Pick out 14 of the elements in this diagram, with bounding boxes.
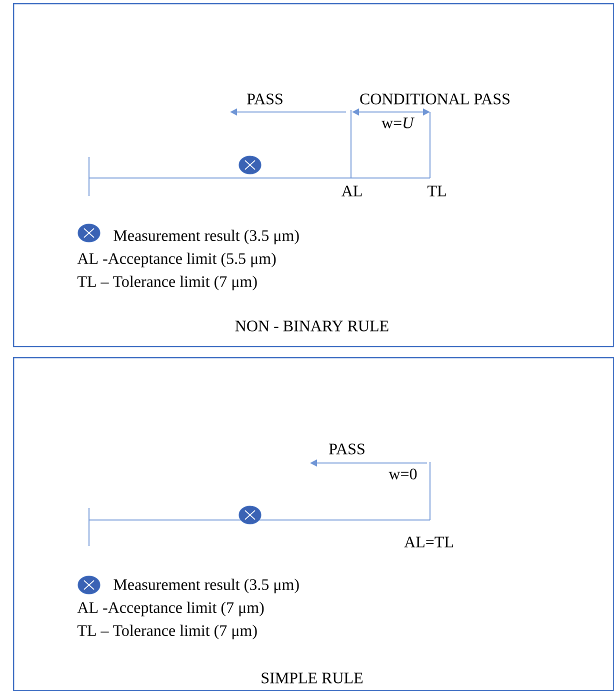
legend-text: Measurement result (3.5 μm) (114, 578, 299, 594)
zone-label: CONDITIONAL PASS (360, 94, 510, 104)
limit-label: TL (428, 186, 446, 196)
legend-text: TL – Tolerance limit (7 μm) (77, 276, 257, 290)
legend-text: AL -Acceptance limit (7 μm) (77, 602, 264, 616)
width-label: w=0 (388, 468, 417, 480)
legend-text: Measurement result (3.5 μm) (114, 230, 299, 244)
limit-label: AL (342, 186, 362, 196)
legend-text: AL -Acceptance limit (5.5 μm) (77, 252, 276, 268)
arrow-label: PASS (329, 444, 364, 454)
width-label: w=U (382, 118, 414, 128)
limit-label: AL=TL (404, 536, 453, 548)
legend-text: TL – Tolerance limit (7 μm) (77, 624, 257, 640)
arrow-label: PASS (247, 94, 282, 104)
